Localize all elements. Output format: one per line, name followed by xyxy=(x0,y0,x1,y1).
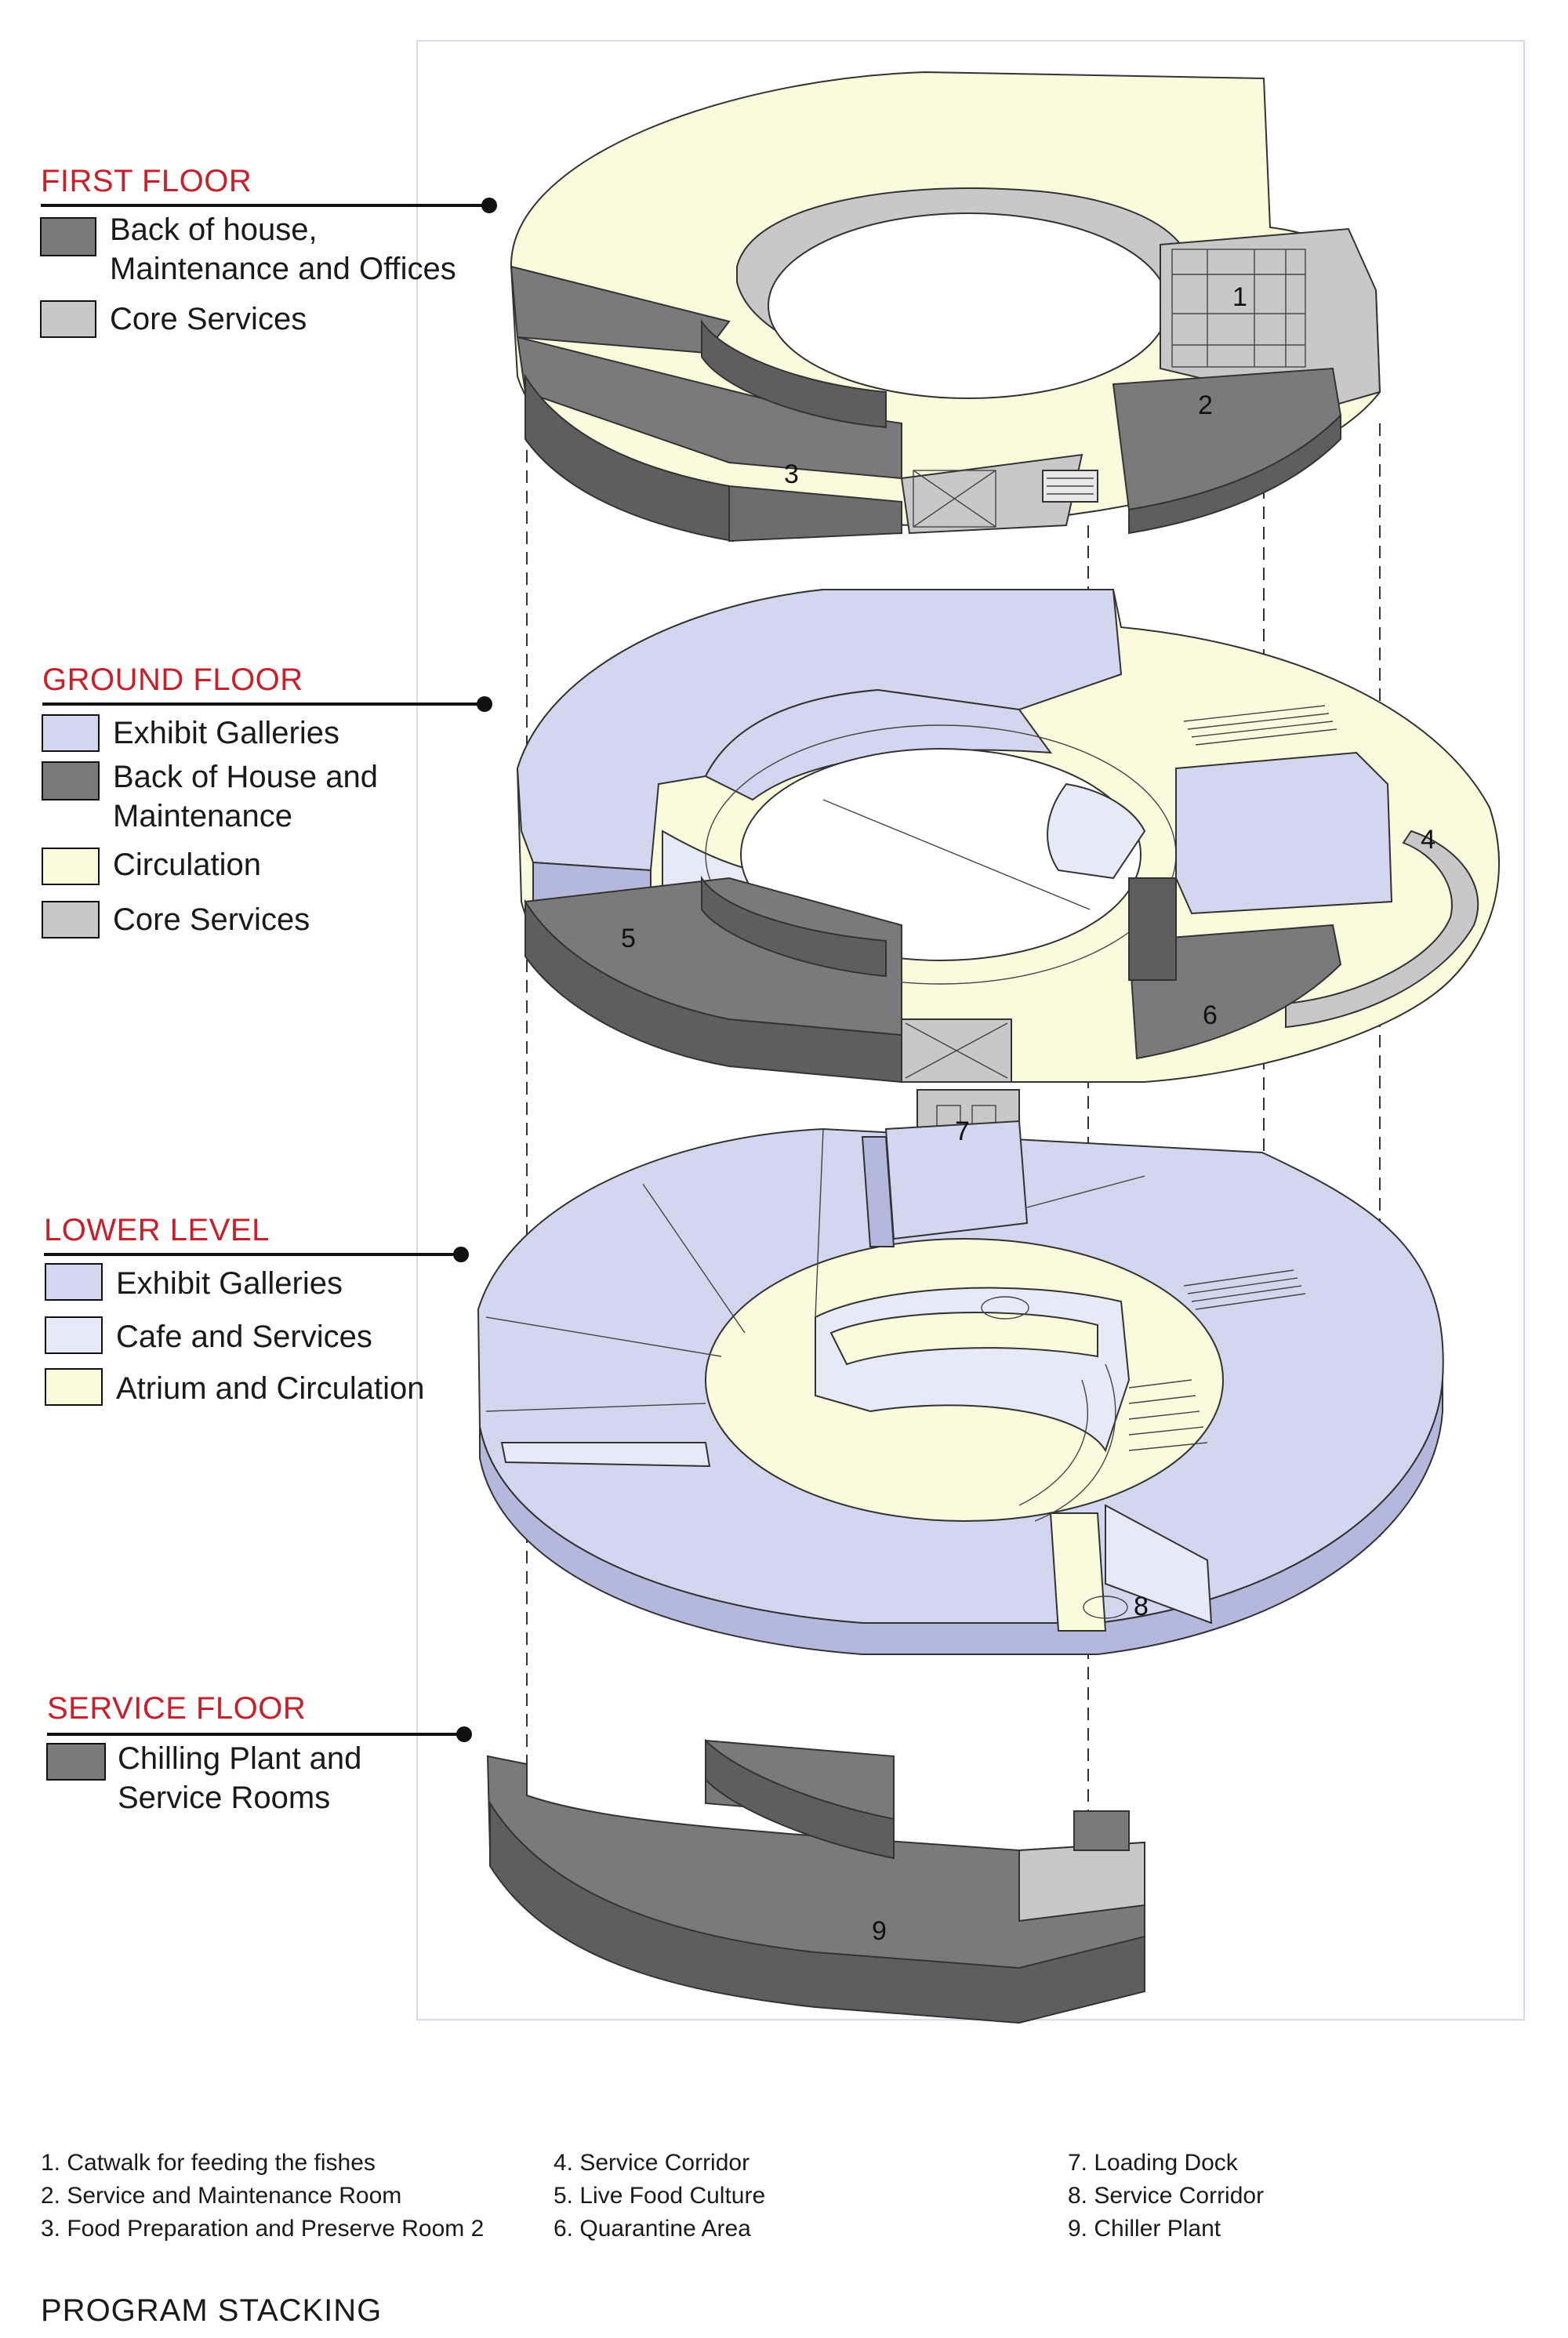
legend-label: Service Rooms xyxy=(118,1781,330,1815)
marker-2: 2 xyxy=(1198,390,1213,420)
swatch-back-of-house xyxy=(46,1743,106,1781)
leader-dot xyxy=(481,198,497,213)
ground-floor-label: GROUND FLOOR xyxy=(42,663,303,697)
swatch-core-services xyxy=(42,901,100,938)
legend-label: Back of House and xyxy=(113,760,378,794)
lower-level-plate xyxy=(477,1120,1444,1655)
legend-label: Circulation xyxy=(113,848,261,882)
ground-floor-legend: GROUND FLOOR Exhibit Galleries Back of H… xyxy=(42,663,492,938)
swatch-exhibit xyxy=(42,714,100,752)
service-floor-plate xyxy=(486,1738,1145,2024)
swatch-circulation xyxy=(45,1368,103,1406)
marker-6: 6 xyxy=(1203,1000,1218,1030)
marker-8: 8 xyxy=(1134,1592,1149,1621)
footnote: 8. Service Corridor xyxy=(1068,2183,1264,2209)
swatch-back-of-house xyxy=(42,761,100,801)
swatch-back-of-house xyxy=(40,217,96,256)
footnote: 7. Loading Dock xyxy=(1068,2150,1239,2176)
marker-7: 7 xyxy=(955,1116,970,1146)
legend-label: Maintenance and Offices xyxy=(110,252,456,286)
footnote: 5. Live Food Culture xyxy=(554,2183,765,2209)
first-floor-legend: FIRST FLOOR Back of house, Maintenance a… xyxy=(40,164,497,338)
lower-level-label: LOWER LEVEL xyxy=(44,1213,270,1247)
first-floor-plate xyxy=(510,71,1381,543)
footnote: 2. Service and Maintenance Room xyxy=(41,2183,401,2209)
marker-9: 9 xyxy=(872,1916,887,1946)
legend-label: Core Services xyxy=(113,902,310,937)
footnote: 6. Quarantine Area xyxy=(554,2216,751,2242)
marker-3: 3 xyxy=(784,459,799,489)
swatch-cafe xyxy=(45,1316,103,1354)
legend-label: Core Services xyxy=(110,302,307,336)
leader-dot xyxy=(453,1247,469,1262)
marker-4: 4 xyxy=(1421,825,1436,855)
legend-label: Exhibit Galleries xyxy=(116,1266,343,1301)
service-floor-legend: SERVICE FLOOR Chilling Plant and Service… xyxy=(46,1691,472,1815)
swatch-circulation xyxy=(42,848,100,885)
legend-label: Exhibit Galleries xyxy=(113,716,339,750)
lower-level-legend: LOWER LEVEL Exhibit Galleries Cafe and S… xyxy=(44,1213,469,1406)
footnotes: 1. Catwalk for feeding the fishes 2. Ser… xyxy=(41,2150,1264,2242)
leader-dot xyxy=(477,696,492,712)
footnote: 3. Food Preparation and Preserve Room 2 xyxy=(41,2216,484,2242)
legend-label: Maintenance xyxy=(113,799,292,833)
legend-label: Chilling Plant and xyxy=(118,1741,361,1776)
number-markers: 1 2 3 4 5 6 7 8 9 xyxy=(621,282,1436,1946)
swatch-core-services xyxy=(40,300,96,338)
legend-label: Back of house, xyxy=(110,212,318,247)
first-floor-label: FIRST FLOOR xyxy=(41,164,252,198)
footnote: 4. Service Corridor xyxy=(554,2150,750,2176)
marker-1: 1 xyxy=(1232,282,1247,312)
diagram-title: PROGRAM STACKING xyxy=(41,2293,382,2328)
marker-5: 5 xyxy=(621,924,636,953)
leader-dot xyxy=(456,1726,472,1742)
swatch-exhibit xyxy=(45,1263,103,1301)
service-floor-label: SERVICE FLOOR xyxy=(47,1691,306,1726)
footnote: 9. Chiller Plant xyxy=(1068,2216,1221,2242)
footnote: 1. Catwalk for feeding the fishes xyxy=(41,2150,376,2176)
ground-floor-plate xyxy=(516,589,1500,1157)
legend-label: Cafe and Services xyxy=(116,1320,372,1354)
legend-label: Atrium and Circulation xyxy=(116,1371,425,1406)
